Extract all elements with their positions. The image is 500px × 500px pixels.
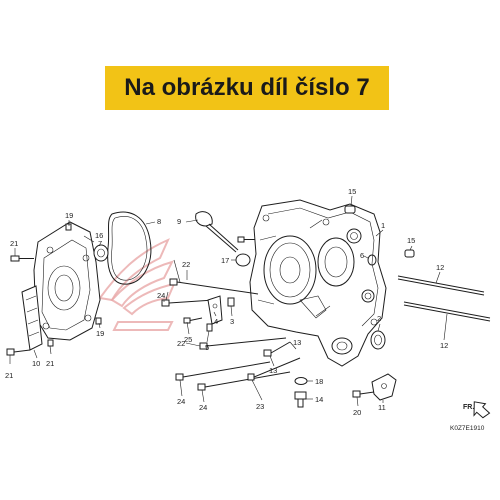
bearing-2 [370,330,386,350]
callout-15: 15 [348,187,356,196]
front-direction-arrow: FR. [463,401,491,419]
washer-5 [206,323,213,332]
callout-17: 17 [221,256,229,265]
callout-2: 2 [377,314,381,323]
bolt-21-top [10,255,34,262]
bolt-21-lower [6,348,31,356]
callout-21: 21 [46,359,54,368]
callout-11: 11 [378,403,386,412]
stud-bolt-12-upper [397,275,485,296]
callout-10: 10 [32,359,40,368]
callout-12: 12 [440,341,448,350]
callout-5: 5 [205,343,209,352]
callout-22: 22 [182,260,190,269]
callout-3: 3 [230,317,234,326]
collar-6 [367,254,377,266]
callout-23: 23 [256,402,264,411]
stud-bolt-12-lower [403,301,491,322]
screw-25 [183,317,203,324]
callout-4: 4 [214,317,218,326]
oil-dipstick-9 [195,211,239,253]
callout-15: 15 [407,236,415,245]
callout-numbers: 21 19 7 16 8 9 17 22 24 4 3 25 5 19 10 2… [5,187,448,417]
crankcase-1 [249,199,387,367]
callout-25: 25 [184,335,192,344]
callout-8: 8 [157,217,161,226]
callout-19: 19 [65,211,73,220]
callout-1: 1 [381,221,385,230]
gasket-8 [107,211,152,285]
bracket-4 [207,295,223,325]
part-number-banner: Na obrázku díl číslo 7 [105,66,389,110]
callout-24: 24 [177,397,185,406]
callout-13: 13 [269,366,277,375]
callout-21: 21 [5,371,13,380]
callout-18: 18 [315,377,323,386]
long-bolt-22-mid [199,337,287,350]
diagram-code: K0Z7E1910 [450,425,485,432]
washer-18 [294,377,308,385]
callout-14: 14 [315,395,323,404]
callout-21: 21 [10,239,18,248]
bolt-near-dipstick [237,236,256,243]
callout-7: 7 [98,239,102,248]
left-cover-assembly [6,221,102,356]
callout-16: 16 [95,231,103,240]
svg-text:FR.: FR. [463,404,474,411]
drain-bolt-14 [294,391,307,408]
bolt-24-upper-left [161,299,215,307]
banner-text: Na obrázku díl číslo 7 [124,74,370,101]
callout-19: 19 [96,329,104,338]
dowel-pin-15-right [404,249,415,258]
bolt-24-left [175,361,271,381]
bracket-11 [371,373,397,401]
dowel-pin-15-upper [344,205,356,214]
brand-wing-watermark [98,238,176,331]
leader-lines [9,195,448,407]
callout-20: 20 [353,408,361,417]
bolt-23 [247,357,301,381]
callout-13: 13 [293,338,301,347]
plug-3 [227,297,235,307]
callout-24: 24 [199,403,207,412]
bolt-20 [352,390,375,398]
callout-12: 12 [436,263,444,272]
oil-seal-16 [93,244,109,262]
long-bolt-22-upper [169,278,259,295]
callout-6: 6 [360,251,364,260]
bolt-13 [263,341,291,357]
callout-24: 24 [157,291,165,300]
o-ring-17 [235,253,251,267]
callout-22: 22 [177,339,185,348]
callout-9: 9 [177,217,181,226]
